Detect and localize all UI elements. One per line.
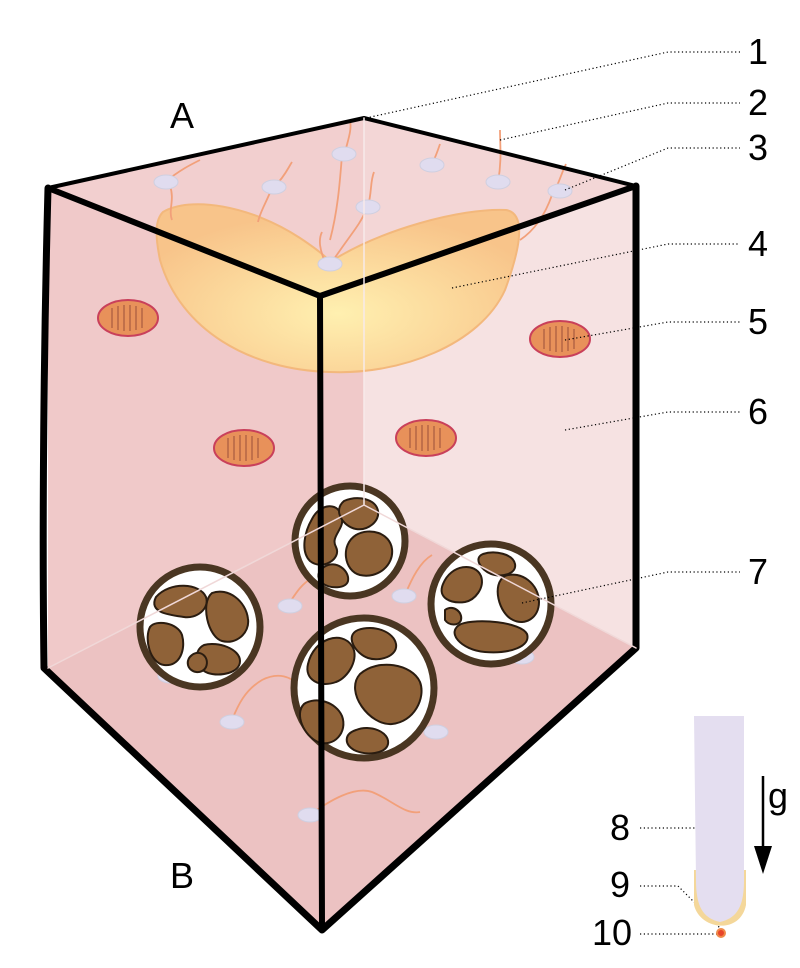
leader-6	[564, 411, 740, 431]
gravity-arrow-icon	[754, 776, 772, 874]
amyloplast	[290, 614, 438, 762]
leader-2	[499, 102, 740, 141]
mitochondrion	[529, 320, 591, 358]
leader-5	[564, 321, 740, 341]
endoplasmic-reticulum-discs	[153, 146, 573, 823]
corner-label-top: A	[170, 95, 194, 136]
amyloplast	[136, 563, 264, 691]
leader-7	[521, 571, 740, 604]
cell-wall	[39, 116, 640, 934]
leader-3	[564, 147, 740, 191]
callout-8: 8	[610, 807, 630, 848]
statocyte-marker	[716, 928, 726, 938]
corner-label-bottom: B	[170, 855, 194, 896]
callout-3: 3	[748, 127, 768, 168]
amyloplast	[291, 482, 409, 600]
mitochondrion	[395, 419, 457, 457]
callout-2: 2	[748, 82, 768, 123]
top-face	[48, 120, 636, 296]
callout-7: 7	[748, 551, 768, 592]
callout-1: 1	[748, 31, 768, 72]
gravity-label: g	[768, 775, 788, 816]
callout-4: 4	[748, 223, 768, 264]
leader-9	[640, 885, 721, 929]
mitochondrion	[213, 429, 275, 467]
callout-numbers: 1 2 3 4 5 6 7 8 9 10	[592, 31, 768, 953]
callout-6: 6	[748, 391, 768, 432]
callout-9: 9	[610, 864, 630, 905]
amyloplast	[427, 540, 555, 668]
mitochondria	[97, 299, 591, 467]
leader-4	[451, 243, 740, 289]
callout-leaders	[365, 51, 740, 935]
mitochondrion	[97, 299, 159, 337]
callout-10: 10	[592, 912, 632, 953]
callout-5: 5	[748, 301, 768, 342]
leader-1	[365, 51, 740, 119]
root-body	[694, 716, 744, 922]
root-tip-inset	[694, 716, 746, 938]
